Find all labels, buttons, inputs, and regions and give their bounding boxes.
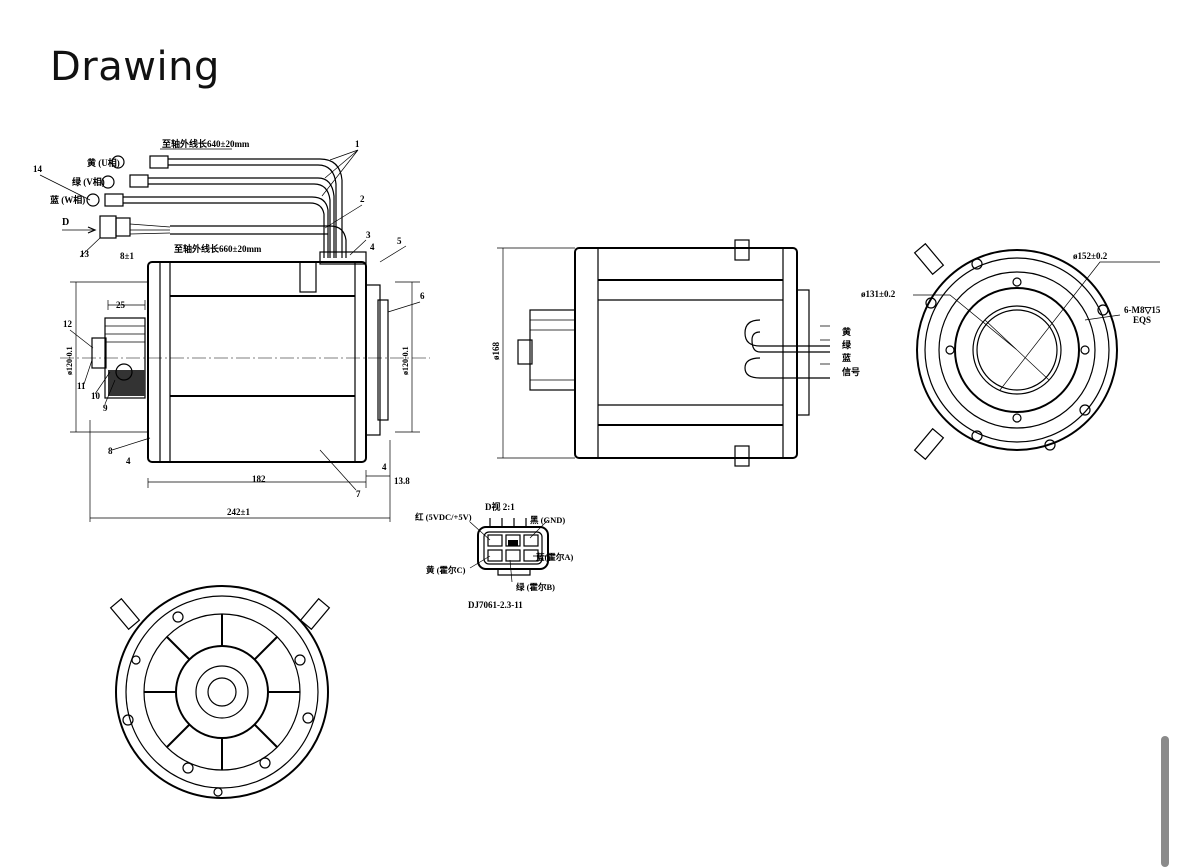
pin-yellow: 黄 (霍尔C) — [426, 565, 466, 575]
callout-2: 2 — [360, 194, 365, 204]
front-view: ø168 黄 绿 蓝 信号 — [491, 239, 860, 467]
rear-view — [109, 585, 331, 799]
dim-4b: 4 — [382, 462, 387, 472]
dim-4a: 4 — [126, 456, 131, 466]
vertical-scrollbar[interactable] — [1161, 736, 1169, 867]
view-d-label: D — [62, 217, 69, 228]
callout-10: 10 — [91, 391, 101, 401]
page-title: Drawing — [50, 44, 220, 90]
dim-182: 182 — [252, 474, 266, 484]
thread-spec: 6-M8▽15 — [1124, 305, 1161, 315]
callout-9: 9 — [103, 403, 108, 413]
wire-label-green: 绿 — [842, 339, 852, 350]
pin-green: 绿 (霍尔B) — [516, 582, 555, 592]
pin-red: 红 (5VDC/+5V) — [415, 512, 472, 522]
dim-dia-right: ø120-0.1 — [401, 346, 410, 375]
thread-eqs: EQS — [1133, 315, 1151, 325]
wire-label-signal: 信号 — [842, 366, 860, 377]
side-view: 至轴外线长640±20mm 至轴外线长660±20mm 黄 (U相) 绿 (V相… — [33, 138, 430, 522]
dim-13-8: 13.8 — [394, 476, 410, 486]
dim-25: 25 — [116, 300, 126, 310]
dim-dia-152: ø152±0.2 — [1073, 251, 1108, 261]
cable-length-phase: 至轴外线长640±20mm — [162, 138, 250, 149]
connector-detail: D视 2:1 红 (5VDC/+5V) 黑 (GND) 蓝(霍尔A) 黄 (霍尔… — [415, 501, 573, 610]
pin-black: 黑 (GND) — [530, 515, 565, 525]
phase-cables — [62, 155, 347, 258]
callout-1: 1 — [355, 139, 360, 149]
callout-11: 11 — [77, 381, 86, 391]
label-phase-u: 黄 (U相) — [87, 157, 120, 168]
label-phase-w: 蓝 (W相) — [50, 194, 85, 205]
connector-view-title: D视 2:1 — [485, 501, 515, 512]
dim-8: 8±1 — [120, 251, 134, 261]
connector-part-number: DJ7061-2.3-11 — [468, 600, 523, 610]
callout-4: 4 — [370, 242, 375, 252]
callout-3: 3 — [366, 230, 371, 240]
end-view: ø152±0.2 ø131±0.2 6-M8▽15 EQS — [861, 242, 1161, 461]
callout-13: 13 — [80, 249, 90, 259]
wire-label-blue: 蓝 — [842, 352, 851, 363]
callout-6: 6 — [420, 291, 425, 301]
dim-242: 242±1 — [227, 507, 250, 517]
callout-12: 12 — [63, 319, 73, 329]
pin-blue: 蓝(霍尔A) — [536, 552, 573, 562]
callout-7: 7 — [356, 489, 361, 499]
dim-dia-left: ø120-0.1 — [65, 346, 74, 375]
callout-5: 5 — [397, 236, 402, 246]
dim-dia-131: ø131±0.2 — [861, 289, 896, 299]
cable-length-signal: 至轴外线长660±20mm — [174, 243, 262, 254]
label-phase-v: 绿 (V相) — [72, 176, 105, 187]
dim-dia-168: ø168 — [491, 342, 501, 361]
callout-14: 14 — [33, 164, 43, 174]
wire-label-yellow: 黄 — [842, 326, 851, 337]
callout-8: 8 — [108, 446, 113, 456]
